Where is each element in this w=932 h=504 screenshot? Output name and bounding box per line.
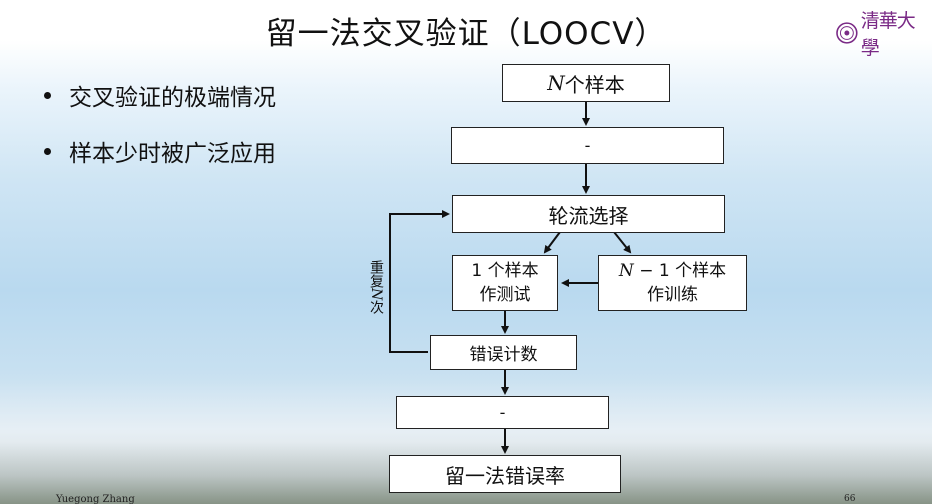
rotate-select-text: 轮流选择 [548,203,629,228]
repeat-label-prefix: 重复 [368,260,384,288]
bullet-list: 交叉验证的极端情况 样本少时被广泛应用 [44,78,276,190]
test-sample-line2: 作测试 [479,285,531,305]
train-sample-var: N [618,261,634,281]
repeat-label-suffix: 次 [368,300,384,315]
n-samples-suffix: 个样本 [564,72,625,97]
university-logo-text: 清華大學 [860,10,916,59]
university-logo: 清華大學 [836,6,932,60]
repeat-label-var: N [368,288,384,301]
error-count-text: 错误计数 [469,345,538,365]
footer-author: Yuegong Zhang [56,494,135,504]
blank-box-2: - [396,396,609,429]
arrow-repeat-loop [389,210,450,353]
test-sample-box: 1 个样本 作测试 [452,255,558,311]
bullet-text: 交叉验证的极端情况 [69,85,276,111]
arrow-rotate-to-test [543,231,561,254]
university-seal-icon [836,22,858,44]
blank-box-1-text: - [584,136,591,155]
rotate-select-box: 轮流选择 [452,195,725,233]
train-sample-line1: N − 1 个样本 [619,259,726,283]
repeat-n-times-label: 重复N次 [366,260,386,314]
bullet-text: 样本少时被广泛应用 [69,141,276,167]
train-sample-line2: 作训练 [647,285,698,305]
n-samples-var: N [547,71,565,95]
page-number: 66 [844,494,856,504]
loo-error-rate-text: 留一法错误率 [445,463,565,488]
slide-title: 留一法交叉验证（LOOCV） [265,16,667,52]
bullet-item: 样本少时被广泛应用 [44,134,276,168]
loo-error-rate-box: 留一法错误率 [389,455,621,493]
error-count-box: 错误计数 [430,335,577,370]
test-sample-line1: 1 个样本 [471,261,539,281]
train-sample-line1-suffix: − 1 个样本 [633,261,727,281]
bullet-dot-icon [44,91,51,99]
train-sample-box: N − 1 个样本 作训练 [598,255,747,311]
blank-box-2-text: - [499,403,506,422]
arrow-rotate-to-train [613,231,632,254]
n-samples-box: N 个样本 [502,64,670,102]
bullet-dot-icon [44,147,51,155]
blank-box-1: - [451,127,724,164]
bullet-item: 交叉验证的极端情况 [44,78,276,112]
